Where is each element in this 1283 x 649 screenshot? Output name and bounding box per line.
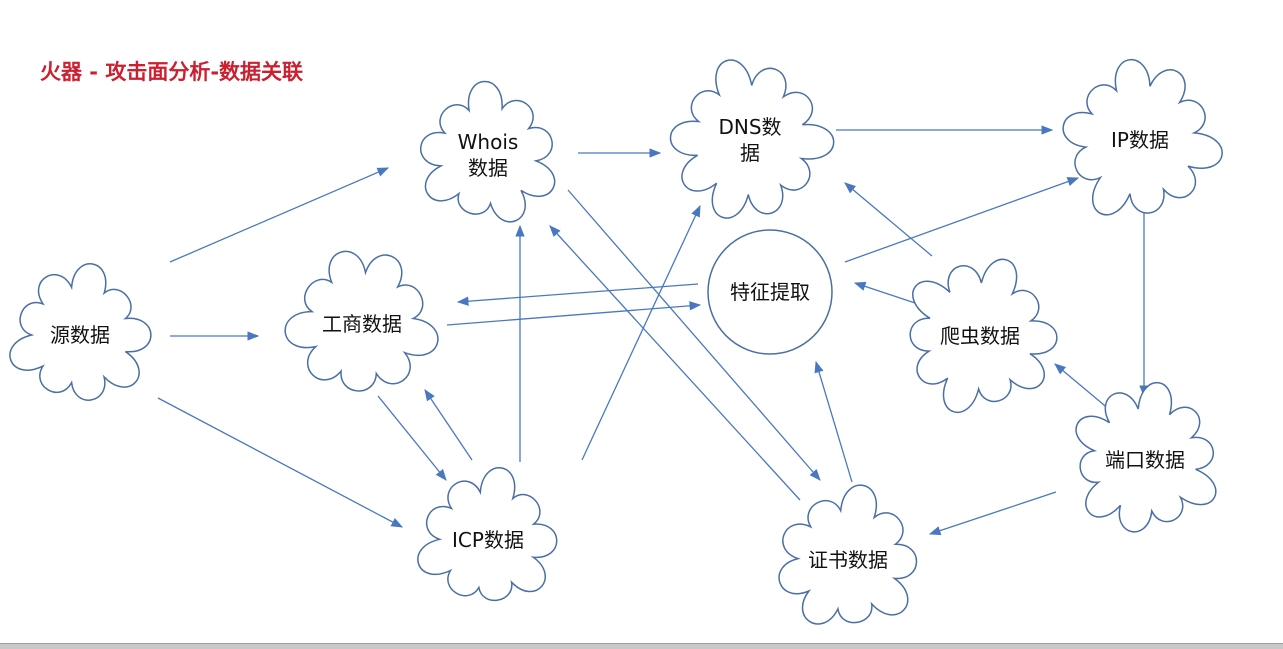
arrow-icp-to-dns	[581, 204, 701, 461]
node-port: 端口数据	[1075, 381, 1217, 533]
arrow-feature-to-ip	[844, 177, 1080, 263]
node-port-label: 端口数据	[1105, 448, 1185, 472]
node-cert: 证书数据	[778, 484, 918, 625]
node-icp-label: ICP数据	[452, 528, 524, 552]
node-whois-label: Whois	[458, 130, 519, 154]
arrow-business-to-feature	[446, 301, 702, 326]
arrow-crawler-to-dns	[844, 182, 933, 257]
arrow-cert-to-whois	[549, 225, 801, 501]
node-business: 工商数据	[284, 250, 439, 392]
arrow-crawler-to-feature	[853, 281, 919, 305]
node-icp-splat	[417, 467, 558, 602]
node-source-label: 源数据	[50, 323, 110, 347]
arrow-whois-to-cert	[567, 189, 821, 481]
arrow-icp-to-business	[424, 389, 473, 461]
slide-title: 火器 - 攻击面分析-数据关联	[40, 60, 304, 84]
node-dns-splat	[669, 59, 835, 219]
arrow-source-to-icp	[157, 397, 404, 528]
window-bottom-bar	[0, 643, 1283, 649]
node-ip-splat	[1062, 58, 1223, 216]
arrow-port-to-crawler	[1054, 363, 1111, 411]
node-feature-circle	[707, 229, 833, 355]
node-business-label: 工商数据	[322, 312, 402, 336]
node-crawler-splat	[909, 258, 1058, 413]
edge-layer	[157, 125, 1149, 536]
node-whois-splat	[420, 80, 556, 223]
node-icp: ICP数据	[417, 467, 558, 602]
node-business-splat	[284, 250, 439, 392]
arrow-cert-to-feature	[814, 360, 853, 483]
node-dns-label: 据	[740, 141, 760, 165]
node-cert-label: 证书数据	[808, 548, 888, 572]
arrow-business-to-icp	[377, 395, 447, 481]
node-ip-label: IP数据	[1111, 128, 1169, 152]
node-crawler-label: 爬虫数据	[940, 324, 1020, 348]
node-whois-label: 数据	[468, 156, 508, 180]
node-cert-splat	[778, 484, 918, 625]
node-source: 源数据	[9, 263, 152, 401]
node-ip: IP数据	[1062, 58, 1223, 216]
node-dns-label: DNS数	[718, 115, 781, 139]
arrow-port-to-cert	[928, 491, 1057, 536]
arrow-source-to-whois	[169, 167, 390, 263]
arrow-feature-to-business	[456, 283, 699, 306]
node-feature: 特征提取	[707, 229, 833, 355]
node-source-splat	[9, 263, 152, 401]
node-crawler: 爬虫数据	[909, 258, 1058, 413]
node-port-splat	[1075, 381, 1217, 533]
node-feature-label: 特征提取	[730, 280, 810, 304]
